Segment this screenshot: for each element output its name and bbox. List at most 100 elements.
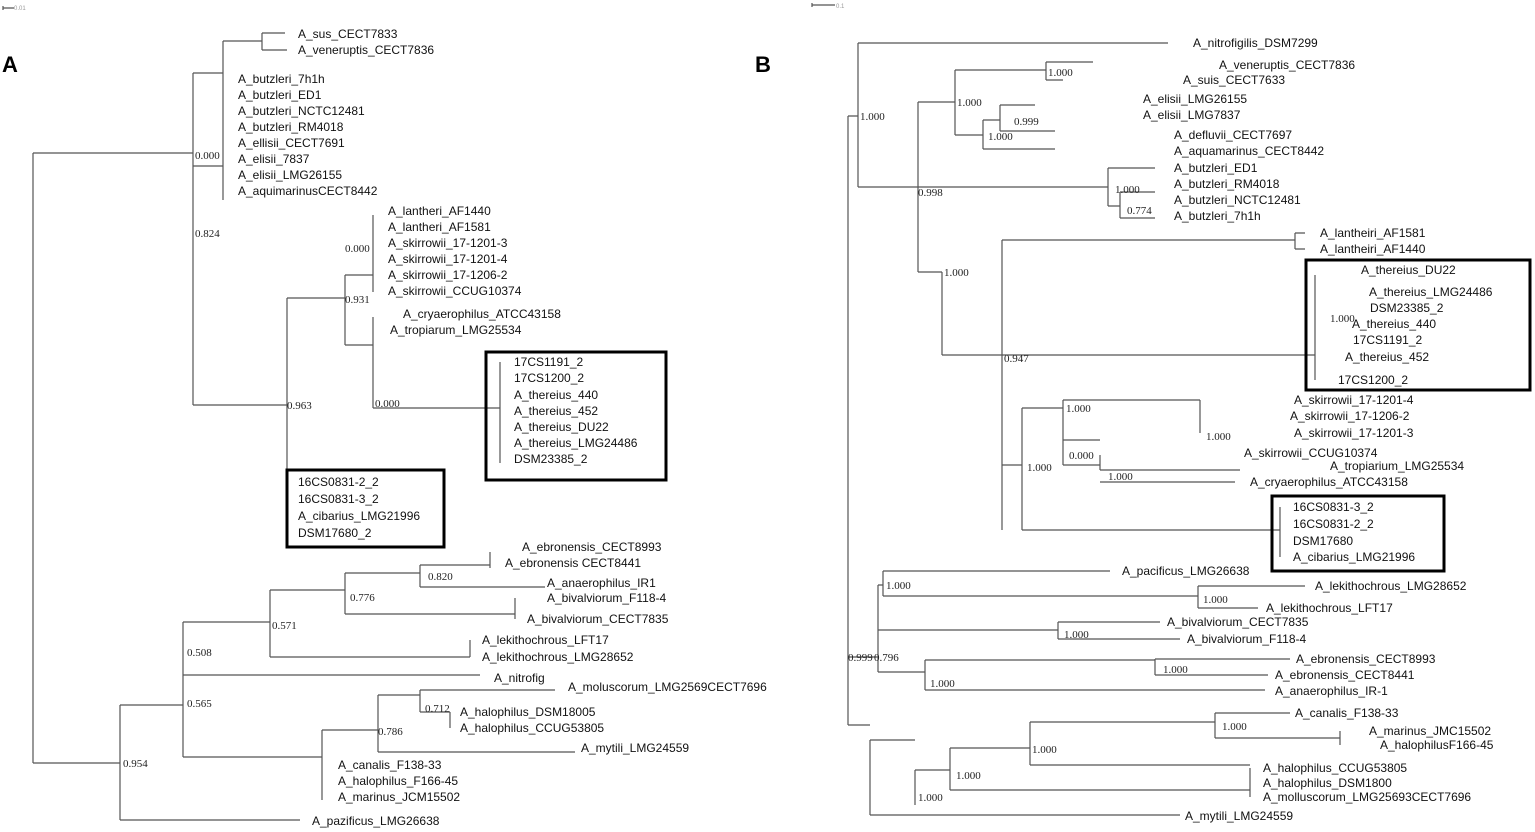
- tree-b-leaf-label: A_marinus_JMC15502: [1369, 724, 1491, 738]
- tree-a-branches: [32, 32, 575, 821]
- tree-a-leaf-label: A_moluscorum_LMG2569CECT7696: [568, 680, 767, 694]
- tree-b-leaf-label: A_elisii_LMG7837: [1143, 108, 1241, 122]
- tree-a-leaf-label: A_butzleri_7h1h: [238, 72, 325, 86]
- tree-b-leaf-label: A_thereius_DU22: [1361, 263, 1456, 277]
- tree-a-leaf-label: A_skirrowii_17-1201-4: [388, 252, 508, 266]
- tree-b-leaf-label: A_butzleri_RM4018: [1174, 177, 1280, 191]
- tree-b-support-value: 1.000: [956, 770, 981, 782]
- tree-a-leaf-label: A_skirrowii_17-1201-3: [388, 236, 508, 250]
- scale-bar-b-label: 0.1: [836, 4, 845, 10]
- tree-a-leaf-label: A_thereius_DU22: [514, 420, 609, 434]
- tree-a-leaf-label: A_tropiarum_LMG25534: [390, 323, 522, 337]
- tree-a-leaf-label: A_elisii_7837: [238, 152, 310, 166]
- tree-a-support-value: 0.000: [195, 150, 220, 162]
- tree-b-leaf-label: A_mytili_LMG24559: [1185, 809, 1293, 823]
- tree-b-support-value: 1.000: [957, 97, 982, 109]
- tree-b-leaf-label: A_thereius_452: [1345, 350, 1429, 364]
- tree-a-support-value: 0.820: [428, 571, 453, 583]
- tree-a-support-value: 0.963: [287, 400, 312, 412]
- tree-b-leaf-label: A_lekithochrous_LFT17: [1266, 601, 1393, 615]
- tree-b-leaf-label: A_skirrowii_17-1206-2: [1290, 409, 1410, 423]
- panel-label-b: B: [755, 52, 771, 77]
- tree-b-support-value: 1.000: [1330, 313, 1355, 325]
- tree-b-leaf-label: A_halophilusF166-45: [1380, 738, 1494, 752]
- tree-b-leaf-label: 17CS1191_2: [1353, 333, 1422, 347]
- tree-b-leaf-label: A_butzleri_7h1h: [1174, 209, 1261, 223]
- tree-a-leaf-label: A_halophilus_DSM18005: [460, 705, 596, 719]
- tree-b-leaf-label: A_tropiarium_LMG25534: [1330, 459, 1464, 473]
- tree-a-leaf-label: A_lekithochrous_LFT17: [482, 633, 609, 647]
- tree-b-leaf-label: 17CS1200_2: [1338, 373, 1408, 387]
- tree-a-leaf-label: 16CS0831-3_2: [298, 492, 379, 506]
- tree-b-support-value: 1.000: [1163, 664, 1188, 676]
- tree-b-leaf-label: A_ebronensis_CECT8441: [1275, 668, 1415, 682]
- scale-bar-a-label: 0.01: [14, 6, 26, 12]
- tree-b-support-value: 1.000: [1064, 629, 1089, 641]
- tree-a-leaf-label: A_elisii_LMG26155: [238, 168, 342, 182]
- tree-a-leaf-label: A_nitrofig: [494, 671, 545, 685]
- tree-b-leaf-label: A_bivalviorum_F118-4: [1187, 632, 1306, 646]
- tree-b-leaf-label: DSM23385_2: [1370, 301, 1444, 315]
- scale-bar-b: 0.1: [811, 3, 845, 10]
- tree-b-leaf-label: A_lekithochrous_LMG28652: [1315, 579, 1467, 593]
- tree-b-support-value: 0.000: [1069, 450, 1094, 462]
- tree-b-support-value: 1.000: [1066, 403, 1091, 415]
- tree-b-support-value: 0.774: [1127, 205, 1152, 217]
- tree-b-support-value: 1.000: [1108, 471, 1133, 483]
- tree-a-support-value: 0.824: [195, 228, 220, 240]
- tree-a-leaf-label: A_thereius_452: [514, 404, 598, 418]
- tree-b-leaf-label: A_defluvii_CECT7697: [1174, 128, 1292, 142]
- tree-a-leaf-label: 17CS1200_2: [514, 371, 584, 385]
- tree-a-leaf-label: A_halophilus_F166-45: [338, 774, 458, 788]
- tree-a-support-value: 0.565: [187, 698, 212, 710]
- tree-a-leaf-label: 17CS1191_2: [514, 355, 583, 369]
- tree-b-leaf-label: A_thereius_440: [1352, 317, 1436, 331]
- tree-a-leaf-label: A_mytili_LMG24559: [581, 741, 689, 755]
- tree-b-support-value: 1.000: [1027, 462, 1052, 474]
- tree-a-leaf-label: A_lantheri_AF1581: [388, 220, 491, 234]
- tree-b-leaf-label: A_nitrofigilis_DSM7299: [1193, 36, 1318, 50]
- tree-a-support-value: 0.786: [378, 726, 403, 738]
- tree-a-leaf-label: A_skirrowii_CCUG10374: [388, 284, 522, 298]
- tree-b-support-value: 1.000: [886, 580, 911, 592]
- tree-b-support-value: 1.000: [1032, 744, 1057, 756]
- tree-a-leaf-label: DSM17680_2: [298, 526, 372, 540]
- tree-b-support-value: 0.999: [1014, 116, 1039, 128]
- tree-a-support-value: 0.954: [123, 758, 148, 770]
- tree-a-leaf-label: A_cryaerophilus_ATCC43158: [403, 307, 561, 321]
- tree-b-support-value: 1.000: [1206, 431, 1231, 443]
- tree-a-support-value: 0.712: [425, 703, 450, 715]
- tree-b-leaf-label: A_pacificus_LMG26638: [1122, 564, 1250, 578]
- tree-b-support-value: 1.000: [988, 131, 1013, 143]
- tree-b-leaf-label: 16CS0831-3_2: [1293, 500, 1374, 514]
- highlight-box-thereius-a: [484, 350, 668, 482]
- tree-b-leaf-label: A_molluscorum_LMG25693CECT7696: [1263, 790, 1471, 804]
- tree-a-support-value: 0.571: [272, 620, 297, 632]
- tree-b-support-value: 1.000: [1222, 721, 1247, 733]
- tree-b-leaf-label: A_butzleri_ED1: [1174, 161, 1258, 175]
- tree-b-support-value: 0.998: [918, 187, 943, 199]
- tree-a-support-value: 0.000: [375, 398, 400, 410]
- tree-a-support-value: 0.776: [350, 592, 375, 604]
- tree-b-leaf-label: A_bivalviorum_CECT7835: [1167, 615, 1309, 629]
- tree-a-leaf-label: DSM23385_2: [514, 452, 588, 466]
- tree-b-support-value: 0.999: [848, 652, 873, 664]
- tree-b-leaf-label: A_lantheiri_AF1581: [1320, 226, 1426, 240]
- tree-b-leaf-label: A_skirrowii_17-1201-4: [1294, 393, 1414, 407]
- tree-a-leaf-label: A_anaerophilus_IR1: [547, 576, 656, 590]
- tree-b-leaf-label: 16CS0831-2_2: [1293, 517, 1374, 531]
- tree-a-leaf-label: 16CS0831-2_2: [298, 475, 379, 489]
- tree-a-leaf-label: A_veneruptis_CECT7836: [298, 43, 434, 57]
- tree-a-leaf-label: A_aquimarinusCECT8442: [238, 184, 378, 198]
- highlight-box-cibarius-b: [1270, 494, 1446, 573]
- tree-b-leaf-label: A_anaerophilus_IR-1: [1275, 684, 1388, 698]
- tree-labels: A_sus_CECT7833A_veneruptis_CECT7836A_but…: [123, 27, 1494, 828]
- tree-a-leaf-label: A_butzleri_NCTC12481: [238, 104, 365, 118]
- tree-a-leaf-label: A_butzleri_ED1: [238, 88, 322, 102]
- tree-a-support-value: 0.508: [187, 647, 212, 659]
- tree-b-support-value: 1.000: [944, 267, 969, 279]
- tree-b-leaf-label: A_thereius_LMG24486: [1369, 285, 1493, 299]
- tree-a-leaf-label: A_ebronensis_CECT8993: [522, 540, 662, 554]
- highlight-box-cibarius-a: [285, 468, 446, 549]
- tree-b-leaf-label: A_cryaerophilus_ATCC43158: [1250, 475, 1408, 489]
